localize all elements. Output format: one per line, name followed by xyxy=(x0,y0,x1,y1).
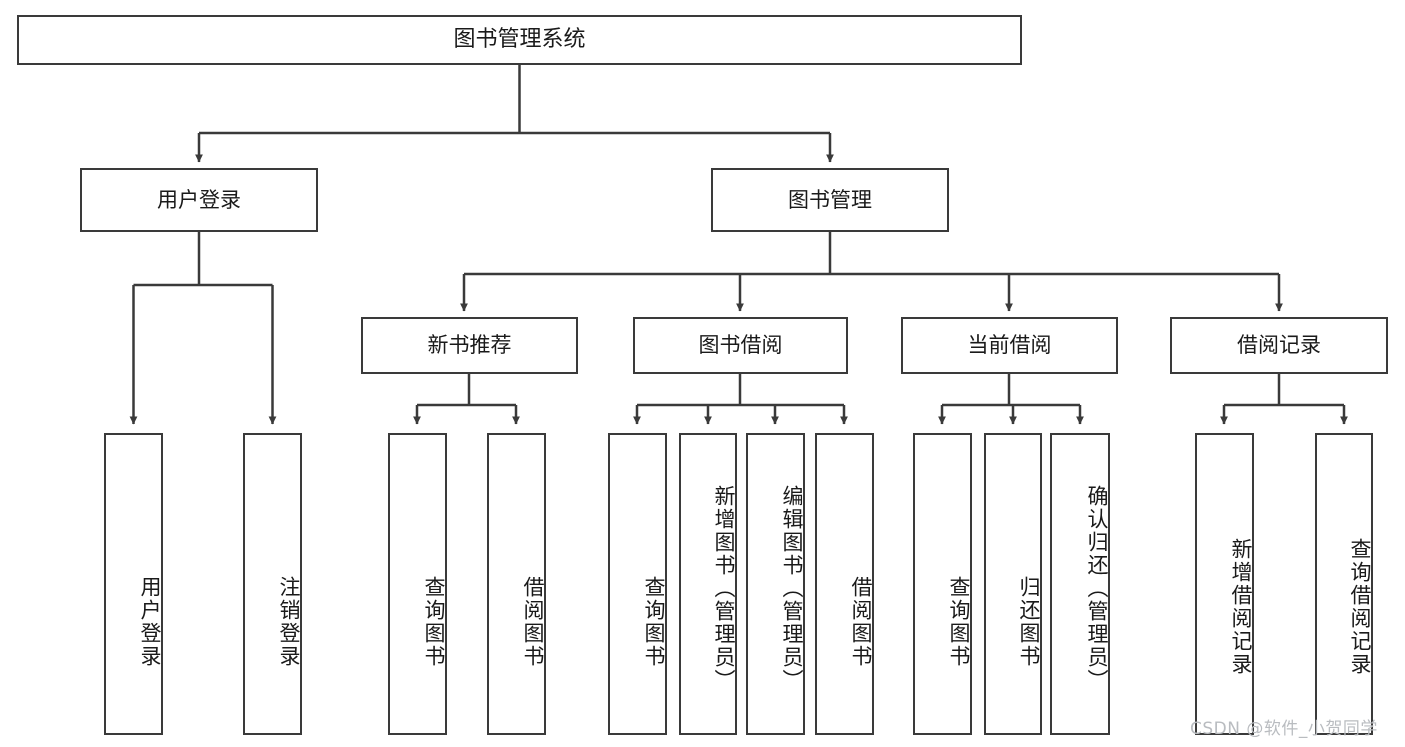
node-leaf-query-book-2[interactable]: 查询图书 xyxy=(608,433,667,735)
node-borrow-record[interactable]: 借阅记录 xyxy=(1170,317,1388,374)
node-current-borrow-label: 当前借阅 xyxy=(967,333,1052,358)
node-leaf-add-record[interactable]: 新增借阅记录 xyxy=(1195,433,1254,735)
node-leaf-borrow-book-1[interactable]: 借阅图书 xyxy=(487,433,546,735)
node-book-manage-label: 图书管理 xyxy=(788,187,872,212)
node-leaf-edit-book-label: 编辑图书（管理员） xyxy=(780,484,804,692)
node-leaf-user-login-label: 用户登录 xyxy=(138,576,162,668)
node-new-book-rec-label: 新书推荐 xyxy=(427,333,512,358)
node-leaf-borrow-book-1-label: 借阅图书 xyxy=(521,576,545,668)
node-user-login[interactable]: 用户登录 xyxy=(80,168,318,232)
node-leaf-query-book-2-label: 查询图书 xyxy=(642,576,666,668)
node-leaf-query-book-1-label: 查询图书 xyxy=(422,576,446,668)
node-leaf-logout-label: 注销登录 xyxy=(277,576,301,668)
node-book-borrow[interactable]: 图书借阅 xyxy=(633,317,848,374)
node-leaf-confirm-return[interactable]: 确认归还（管理员） xyxy=(1050,433,1110,735)
node-new-book-rec[interactable]: 新书推荐 xyxy=(361,317,578,374)
node-leaf-borrow-book-2-label: 借阅图书 xyxy=(849,576,873,668)
node-leaf-query-book-3-label: 查询图书 xyxy=(947,576,971,668)
node-user-login-label: 用户登录 xyxy=(157,187,241,212)
node-leaf-logout[interactable]: 注销登录 xyxy=(243,433,302,735)
node-leaf-edit-book[interactable]: 编辑图书（管理员） xyxy=(746,433,805,735)
node-root[interactable]: 图书管理系统 xyxy=(17,15,1022,65)
node-book-manage[interactable]: 图书管理 xyxy=(711,168,949,232)
node-leaf-return-book-label: 归还图书 xyxy=(1017,576,1041,668)
node-leaf-add-book[interactable]: 新增图书（管理员） xyxy=(679,433,737,735)
node-leaf-query-record[interactable]: 查询借阅记录 xyxy=(1315,433,1373,735)
node-leaf-user-login[interactable]: 用户登录 xyxy=(104,433,163,735)
watermark: CSDN @软件_小贺同学 xyxy=(1190,719,1378,739)
node-leaf-borrow-book-2[interactable]: 借阅图书 xyxy=(815,433,874,735)
node-leaf-return-book[interactable]: 归还图书 xyxy=(984,433,1042,735)
node-leaf-query-book-1[interactable]: 查询图书 xyxy=(388,433,447,735)
node-current-borrow[interactable]: 当前借阅 xyxy=(901,317,1118,374)
node-leaf-add-book-label: 新增图书（管理员） xyxy=(712,484,736,692)
node-root-label: 图书管理系统 xyxy=(453,27,586,53)
node-leaf-confirm-return-label: 确认归还（管理员） xyxy=(1085,484,1109,692)
node-borrow-record-label: 借阅记录 xyxy=(1237,333,1321,358)
node-leaf-query-book-3[interactable]: 查询图书 xyxy=(913,433,972,735)
node-leaf-query-record-label: 查询借阅记录 xyxy=(1348,538,1372,676)
node-leaf-add-record-label: 新增借阅记录 xyxy=(1229,538,1253,676)
node-book-borrow-label: 图书借阅 xyxy=(698,333,783,358)
